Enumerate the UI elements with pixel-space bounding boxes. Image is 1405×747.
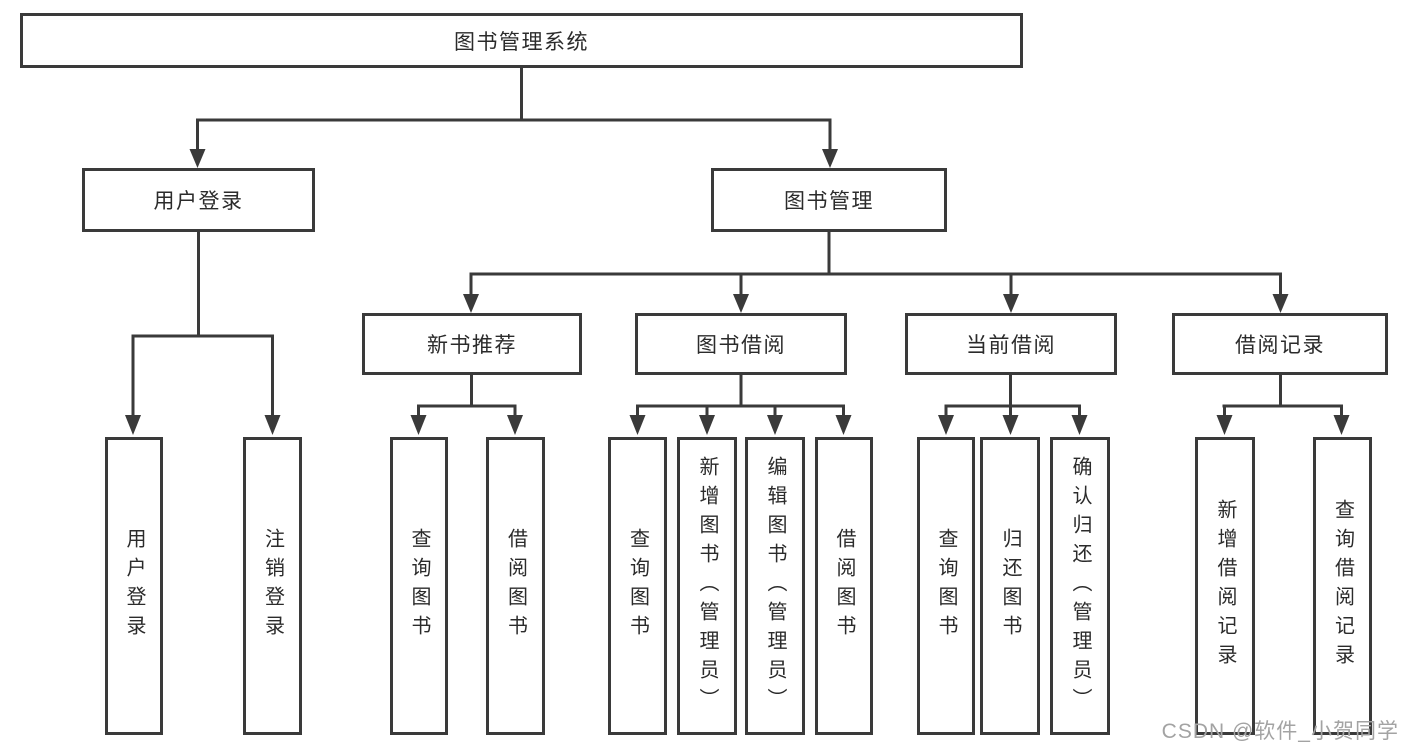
- leaf-logout: 注销登录: [243, 437, 302, 735]
- csdn-watermark: CSDN @软件_小贺同学: [1161, 720, 1399, 743]
- leaf-edit-books-admin: 编辑图书（管理员）: [745, 437, 805, 735]
- leaf-return-books: 归还图书: [980, 437, 1040, 735]
- node-user-login: 用户登录: [82, 168, 315, 232]
- leaf-borrow-books-recommend: 借阅图书: [486, 437, 545, 735]
- leaf-add-borrow-record: 新增借阅记录: [1195, 437, 1255, 735]
- leaf-borrow-books: 借阅图书: [815, 437, 873, 735]
- arrowhead-group: [125, 149, 1350, 435]
- node-current-borrow: 当前借阅: [905, 313, 1117, 375]
- node-new-book-recommend: 新书推荐: [362, 313, 582, 375]
- leaf-add-books-admin: 新增图书（管理员）: [677, 437, 737, 735]
- node-book-borrow: 图书借阅: [635, 313, 847, 375]
- leaf-user-login: 用户登录: [105, 437, 163, 735]
- leaf-query-books-borrow: 查询图书: [608, 437, 667, 735]
- leaf-query-borrow-record: 查询借阅记录: [1313, 437, 1372, 735]
- node-borrow-record: 借阅记录: [1172, 313, 1388, 375]
- node-root-system: 图书管理系统: [20, 13, 1023, 68]
- connector-line-group: [131, 66, 1343, 416]
- leaf-query-books-recommend: 查询图书: [390, 437, 448, 735]
- node-book-management: 图书管理: [711, 168, 947, 232]
- leaf-query-books-current: 查询图书: [917, 437, 975, 735]
- leaf-confirm-return-admin: 确认归还（管理员）: [1050, 437, 1110, 735]
